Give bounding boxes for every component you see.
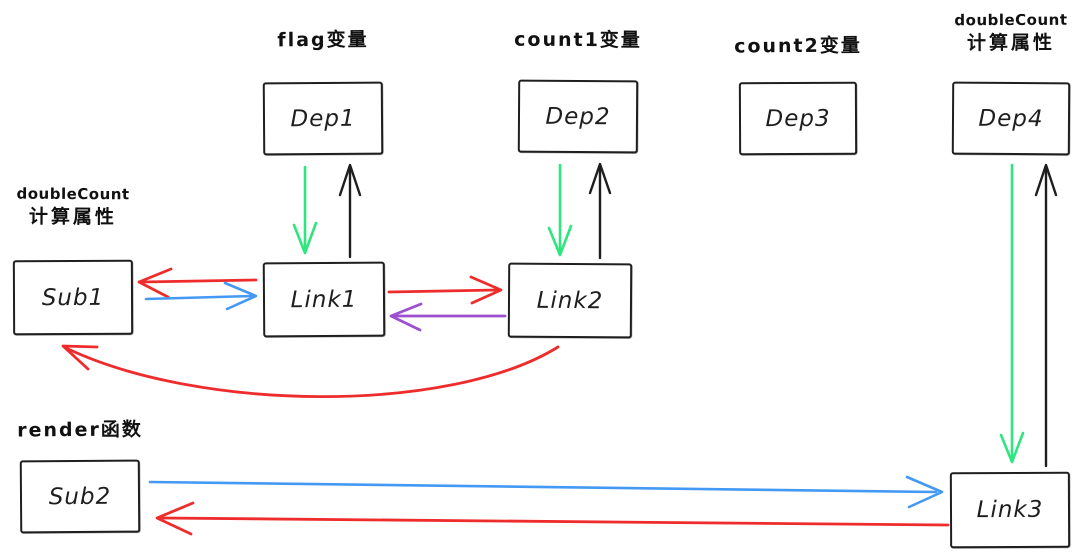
edge-link2-to-sub1[interactable] — [61, 344, 560, 398]
node-dep4[interactable]: Dep4 — [951, 81, 1071, 156]
node-sub2[interactable]: Sub2 — [19, 459, 141, 534]
edge-link3-to-dep4[interactable] — [1034, 163, 1058, 468]
node-sub1-label: Sub1 — [41, 284, 105, 311]
node-sub2-label: Sub2 — [48, 483, 112, 510]
edge-dep4-to-link3[interactable] — [999, 163, 1025, 464]
edge-link1-to-dep1[interactable] — [338, 163, 362, 259]
edge-link3-to-sub2[interactable] — [155, 501, 950, 536]
node-link3[interactable]: Link3 — [949, 471, 1071, 549]
node-link2-label: Link2 — [536, 287, 604, 314]
annotation-doublecount-sub1-line1: doubleCount — [16, 184, 130, 204]
node-link1[interactable]: Link1 — [262, 261, 386, 338]
annotation-count1-variable[interactable]: count1变量 — [514, 28, 642, 52]
node-dep1[interactable]: Dep1 — [262, 81, 384, 156]
node-dep2-label: Dep2 — [545, 103, 611, 130]
annotation-doublecount-computed-sub1[interactable]: doubleCount 计算属性 — [3, 184, 143, 230]
annotation-doublecount-computed-dep4[interactable]: doubleCount 计算属性 — [941, 10, 1080, 56]
edge-link2-to-dep2[interactable] — [588, 162, 612, 260]
annotation-render-function[interactable]: render函数 — [17, 418, 143, 442]
node-dep3[interactable]: Dep3 — [738, 81, 858, 156]
edge-link2-to-link1[interactable] — [389, 302, 507, 332]
edge-sub1-to-link1[interactable] — [144, 281, 258, 311]
edge-sub2-to-link3[interactable] — [148, 475, 944, 509]
edge-link1-to-link2[interactable] — [387, 275, 503, 305]
annotation-flag-variable[interactable]: flag变量 — [277, 28, 369, 52]
node-dep2[interactable]: Dep2 — [517, 79, 639, 154]
node-dep1-label: Dep1 — [290, 105, 356, 132]
annotation-doublecount-dep4-line2: 计算属性 — [966, 32, 1056, 55]
node-link2[interactable]: Link2 — [507, 262, 633, 339]
node-sub1[interactable]: Sub1 — [12, 259, 134, 336]
annotation-count2-variable[interactable]: count2变量 — [734, 34, 862, 58]
edge-dep2-to-link2[interactable] — [547, 163, 573, 257]
node-dep3-label: Dep3 — [765, 105, 831, 132]
edge-dep1-to-link1[interactable] — [292, 165, 318, 255]
node-link3-label: Link3 — [976, 496, 1044, 524]
annotation-doublecount-dep4-line1: doubleCount — [954, 10, 1068, 30]
edge-link1-to-sub1[interactable] — [137, 267, 258, 299]
node-dep4-label: Dep4 — [978, 105, 1044, 132]
annotation-doublecount-sub1-line2: 计算属性 — [28, 205, 118, 229]
node-link1-label: Link1 — [290, 286, 358, 313]
